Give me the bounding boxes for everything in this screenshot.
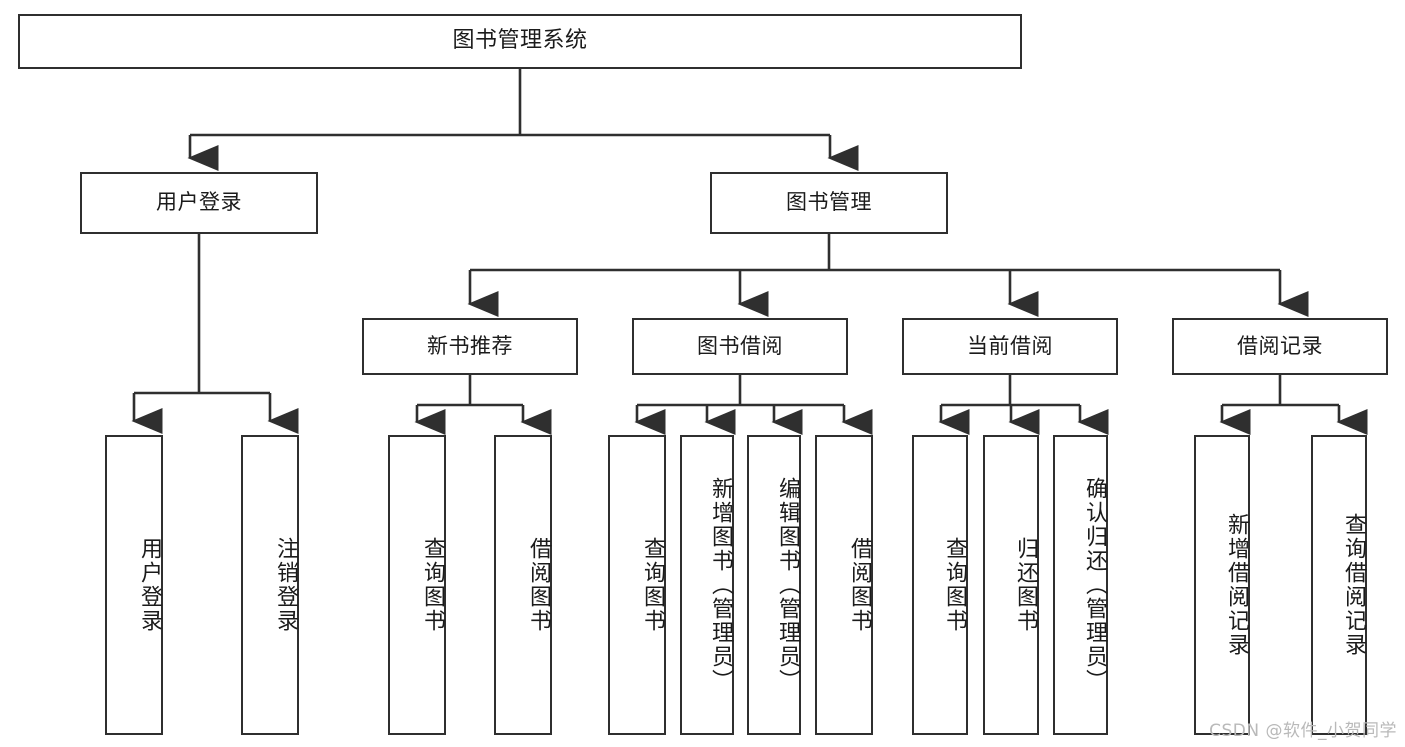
node-current-borrow[interactable]: 当前借阅	[902, 318, 1118, 375]
leaf-edit-book-admin-label: 编辑图书（管理员）	[775, 477, 800, 693]
leaf-query-book-current[interactable]: 查询图书	[912, 435, 968, 735]
node-new-book-recommend-label: 新书推荐	[427, 333, 513, 358]
node-root-label: 图书管理系统	[452, 28, 588, 54]
leaf-logout[interactable]: 注销登录	[241, 435, 299, 735]
leaf-query-book-new-label: 查询图书	[420, 537, 445, 633]
node-current-borrow-label: 当前借阅	[967, 333, 1053, 358]
leaf-query-book-current-label: 查询图书	[942, 537, 967, 633]
leaf-query-borrow-record-label: 查询借阅记录	[1341, 513, 1366, 657]
leaf-borrow-book-label: 借阅图书	[847, 537, 872, 633]
leaf-logout-label: 注销登录	[273, 537, 298, 633]
leaf-add-borrow-record-label: 新增借阅记录	[1224, 513, 1249, 657]
csdn-watermark: CSDN @软件_小贺同学	[1209, 721, 1397, 741]
node-book-borrow[interactable]: 图书借阅	[632, 318, 848, 375]
node-root-book-management-system[interactable]: 图书管理系统	[18, 14, 1022, 69]
leaf-confirm-return-admin-label: 确认归还（管理员）	[1082, 477, 1107, 693]
leaf-query-book-borrow[interactable]: 查询图书	[608, 435, 666, 735]
leaf-add-borrow-record[interactable]: 新增借阅记录	[1194, 435, 1250, 735]
leaf-borrow-book-new[interactable]: 借阅图书	[494, 435, 552, 735]
leaf-add-book-admin[interactable]: 新增图书（管理员）	[680, 435, 734, 735]
leaf-confirm-return-admin[interactable]: 确认归还（管理员）	[1053, 435, 1108, 735]
node-user-login-label: 用户登录	[156, 190, 242, 215]
leaf-query-borrow-record[interactable]: 查询借阅记录	[1311, 435, 1367, 735]
node-user-login[interactable]: 用户登录	[80, 172, 318, 234]
leaf-borrow-book[interactable]: 借阅图书	[815, 435, 873, 735]
leaf-return-book-label: 归还图书	[1013, 537, 1038, 633]
leaf-user-login[interactable]: 用户登录	[105, 435, 163, 735]
node-new-book-recommend[interactable]: 新书推荐	[362, 318, 578, 375]
leaf-query-book-borrow-label: 查询图书	[640, 537, 665, 633]
node-book-management-label: 图书管理	[786, 190, 872, 215]
leaf-return-book[interactable]: 归还图书	[983, 435, 1039, 735]
node-book-borrow-label: 图书借阅	[697, 333, 783, 358]
leaf-edit-book-admin[interactable]: 编辑图书（管理员）	[747, 435, 801, 735]
leaf-add-book-admin-label: 新增图书（管理员）	[708, 477, 733, 693]
leaf-user-login-label: 用户登录	[137, 537, 162, 633]
node-borrow-record[interactable]: 借阅记录	[1172, 318, 1388, 375]
leaf-query-book-new[interactable]: 查询图书	[388, 435, 446, 735]
node-book-management[interactable]: 图书管理	[710, 172, 948, 234]
leaf-borrow-book-new-label: 借阅图书	[526, 537, 551, 633]
node-borrow-record-label: 借阅记录	[1237, 333, 1323, 358]
